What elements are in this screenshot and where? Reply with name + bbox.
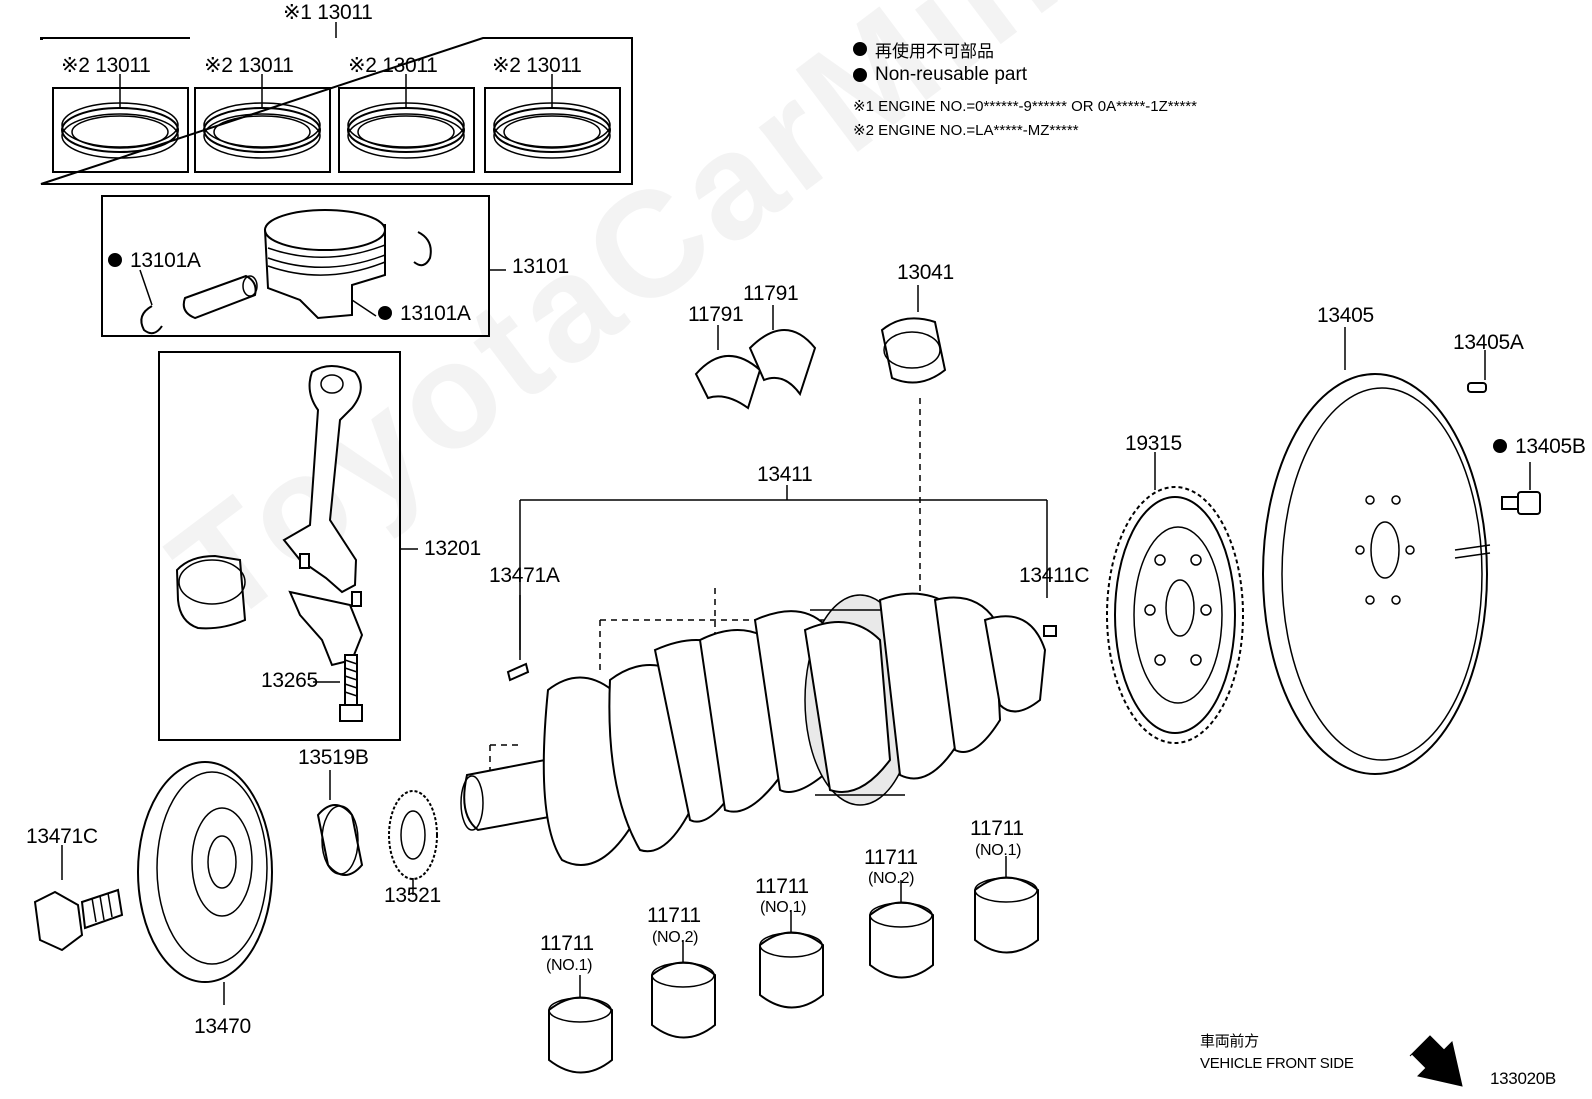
label-ring-set: ※2 13011 [492,54,582,77]
label-piston-sub: 13101 [512,255,569,278]
label-bearing-sub: (NO.1) [760,899,807,916]
connecting-rod-group [158,351,418,741]
label-upper-bearing: 13041 [897,261,954,284]
key-icon [506,662,530,682]
lower-bearing-icon [759,910,824,1009]
label-bearing: 11711 [540,932,594,955]
label-snap-ring: 13101A [108,250,201,271]
label-dowel-pin: 13405A [1453,331,1524,354]
plate-bolt-icon [1501,491,1541,515]
direction-jp: 車両前方 [1200,1033,1259,1050]
ring-set-icon [493,74,611,159]
pulley-icon [137,761,273,983]
non-reusable-dot-icon [1493,439,1507,453]
label-plate-bolt-text: 13405B [1515,435,1586,458]
lower-bearing-icon [651,940,716,1039]
legend: 再使用不可部品 Non-reusable part ※1 ENGINE NO.=… [853,37,1197,142]
label-bearing-sub: (NO.1) [546,957,593,974]
connecting-rod-icon [282,365,364,667]
label-snap-ring-text: 13101A [130,249,201,272]
front-direction-arrow-icon [1409,1035,1463,1087]
label-pin: 13411C [1019,564,1090,587]
dowel-icon [351,591,362,607]
ring-set-icon [347,74,465,159]
label-conrod-bolt: 13265 [261,669,318,692]
label-bearing: 11711 [647,904,701,927]
dowel-pin-icon [1467,382,1487,393]
legend-row-en: Non-reusable part [853,61,1197,89]
label-thrust-washer: 11791 [688,303,744,326]
snap-ring-icon [413,231,432,267]
drive-plate-group [1262,327,1541,775]
non-reusable-dot-icon [853,68,867,82]
main-bearing-icon [880,317,947,384]
lower-bearing-icon [548,975,613,1074]
crankshaft-icon [460,592,1047,866]
diagram-code: 133020B [1490,1069,1556,1088]
label-conrod-sub: 13201 [424,537,481,560]
piston-icon [263,209,386,320]
direction-en: VEHICLE FRONT SIDE [1200,1055,1354,1072]
legend-note-1: ※1 ENGINE NO.=0******-9****** OR 0A*****… [853,97,1197,115]
non-reusable-dot-icon [108,253,122,267]
piston-pin-icon [182,274,258,320]
non-reusable-dot-icon [853,42,867,56]
ring-set-icon [61,74,179,159]
label-ring-set: ※2 13011 [204,54,294,77]
label-snap-ring: 13101A [378,303,471,324]
label-bearing: 11711 [755,875,809,898]
legend-note-2: ※2 ENGINE NO.=LA*****-MZ***** [853,122,1079,139]
label-pulley: 13470 [194,1015,251,1038]
piston-ring-set-group [40,22,633,185]
ring-set-icon [203,74,321,159]
label-ring-set: ※2 13011 [61,54,151,77]
label-snap-ring-text: 13101A [400,302,471,325]
label-timing-rotor: 19315 [1125,432,1182,455]
legend-jp-text: 再使用不可部品 [875,41,994,61]
label-ring-set: ※2 13011 [348,54,438,77]
legend-row-jp: 再使用不可部品 [853,37,1197,61]
pin-icon [1043,625,1057,637]
label-bearing: 11711 [970,817,1024,840]
rod-bolt-icon [339,654,363,722]
label-thrust-washer: 11791 [743,282,799,305]
dowel-icon [299,553,310,569]
label-bearing-sub: (NO.1) [975,842,1022,859]
label-ring-set-main: ※1 13011 [283,1,373,24]
non-reusable-dot-icon [378,306,392,320]
snap-ring-icon [140,305,163,335]
lower-bearing-icon [869,880,934,979]
label-key: 13471A [489,564,560,587]
crankshaft-group [460,485,1057,866]
label-pulley-bolt: 13471C [26,825,98,848]
label-crankshaft: 13411 [757,463,813,486]
crank-key-icon [316,804,364,876]
timing-rotor-group [1106,452,1244,744]
lower-bearing-icon [974,856,1039,954]
label-bearing-sub: (NO.2) [868,870,915,887]
label-crank-gear: 13521 [384,884,441,907]
label-drive-plate: 13405 [1317,304,1374,327]
label-crank-key: 13519B [298,746,369,769]
legend-en-text: Non-reusable part [875,64,1028,85]
thrust-washer-icon [694,355,762,410]
pulley-bolt-icon [33,888,124,952]
crank-gear-icon [388,790,438,880]
rod-bearing-icon [175,554,247,630]
label-plate-bolt: 13405B [1493,436,1586,457]
label-bearing: 11711 [864,846,918,869]
piston-group [101,195,506,337]
label-bearing-sub: (NO.2) [652,929,699,946]
thrust-washer-icon [748,329,817,397]
